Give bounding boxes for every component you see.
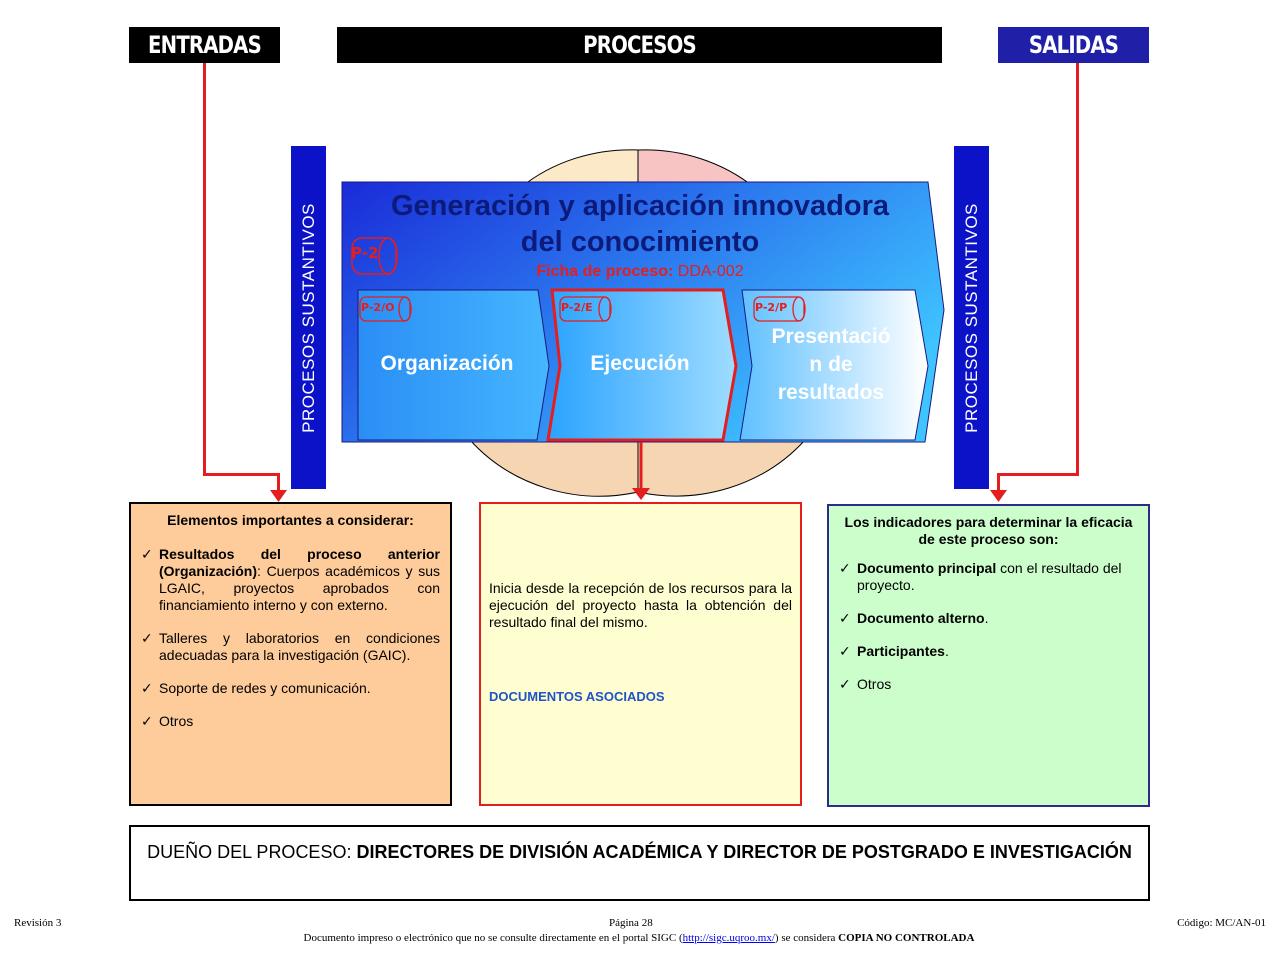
subprocess-presentacion-code: P-2/P: [755, 301, 788, 314]
entradas-connector-horizontal: [203, 473, 279, 476]
entradas-panel: Elementos importantes a considerar: Resu…: [129, 502, 452, 806]
list-item: Otros: [141, 713, 440, 730]
sustantivos-bar-right: PROCESOS SUSTANTIVOS: [954, 146, 989, 489]
process-diagram: [341, 149, 945, 500]
list-item: Resultados del proceso anterior (Organiz…: [141, 546, 440, 614]
main-process-title: Generación y aplicación innovadora del c…: [391, 190, 889, 258]
subprocess-presentacion-shape: [739, 289, 929, 441]
entradas-connector-drop: [277, 473, 280, 493]
subprocess-presentacion-label: Presentació n de resultados: [771, 325, 891, 404]
procesos-panel: Inicia desde la recepción de los recurso…: [479, 502, 802, 806]
main-process-code: P-2: [351, 244, 379, 262]
list-item: Documento alterno.: [839, 610, 1138, 627]
entradas-panel-title: Elementos importantes a considerar:: [167, 512, 414, 528]
procesos-description: Inicia desde la recepción de los recurso…: [489, 580, 792, 630]
subprocess-organizacion-label: Organización: [380, 352, 514, 375]
owner-label: DUEÑO DEL PROCESO:: [147, 842, 352, 862]
salidas-header: SALIDAS: [998, 27, 1149, 63]
subprocess-ejecucion-shape: [546, 288, 738, 442]
salidas-connector-vertical: [1076, 63, 1079, 476]
footer-page: Página 28: [609, 917, 653, 929]
salidas-arrow-icon: [990, 490, 1007, 502]
list-item: Participantes.: [839, 643, 1138, 660]
footer-code: Código: MC/AN-01: [1177, 917, 1266, 929]
owner-value: DIRECTORES DE DIVISIÓN ACADÉMICA Y DIREC…: [356, 842, 1132, 862]
list-item: Talleres y laboratorios en condiciones a…: [141, 630, 440, 664]
footer-revision: Revisión 3: [14, 917, 62, 929]
list-item: Soporte de redes y comunicación.: [141, 680, 440, 697]
salidas-panel-title: Los indicadores para determinar la efica…: [844, 514, 1133, 547]
entradas-list: Resultados del proceso anterior (Organiz…: [141, 546, 440, 730]
subprocess-ejecucion-code: P-2/E: [561, 301, 593, 314]
sustantivos-bar-left: PROCESOS SUSTANTIVOS: [291, 146, 326, 489]
entradas-arrow-icon: [270, 490, 287, 502]
salidas-panel: Los indicadores para determinar la efica…: [827, 504, 1150, 807]
salidas-list: Documento principal con el resultado del…: [839, 560, 1138, 693]
ficha-de-proceso: Ficha de proceso: DDA-002: [536, 263, 744, 280]
documentos-asociados-label: DOCUMENTOS ASOCIADOS: [489, 689, 665, 704]
subprocess-organizacion-shape: [357, 289, 550, 441]
entradas-header: ENTRADAS: [129, 27, 280, 63]
entradas-connector-vertical: [203, 63, 206, 476]
salidas-connector-horizontal: [997, 473, 1079, 476]
p2-tag-icon: [351, 237, 398, 275]
list-item: Otros: [839, 676, 1138, 693]
owner-box: DUEÑO DEL PROCESO: DIRECTORES DE DIVISIÓ…: [129, 825, 1150, 901]
sigc-link[interactable]: http://sigc.uqroo.mx/: [682, 932, 775, 944]
footer-note: Documento impreso o electrónico que no s…: [303, 932, 975, 944]
salidas-connector-drop: [997, 473, 1000, 493]
subprocess-organizacion-code: P-2/O: [361, 301, 395, 314]
procesos-header: PROCESOS: [337, 27, 942, 63]
subprocess-ejecucion-label: Ejecución: [590, 352, 690, 375]
list-item: Documento principal con el resultado del…: [839, 560, 1138, 594]
